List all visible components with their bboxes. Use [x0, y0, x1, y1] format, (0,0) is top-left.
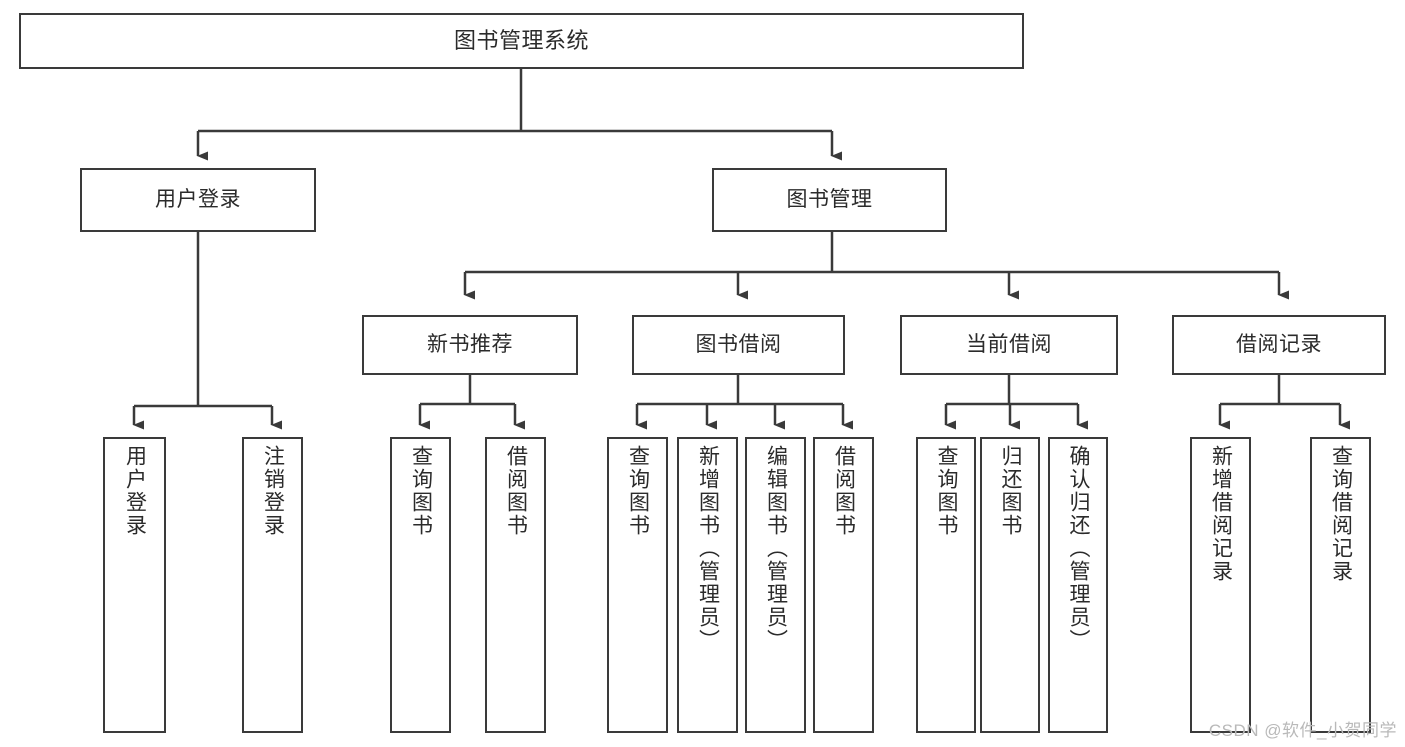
leaf-user-login[interactable]: 用户登录 — [103, 437, 166, 733]
watermark: CSDN @软件_小贺同学 — [1208, 721, 1397, 740]
node-label: 注销登录 — [261, 445, 285, 537]
leaf-confirm-return-admin[interactable]: 确认归还（管理员） — [1048, 437, 1108, 733]
leaf-user-logout[interactable]: 注销登录 — [242, 437, 303, 733]
node-label: 图书管理系统 — [453, 27, 589, 53]
node-label: 图书管理 — [786, 188, 873, 212]
node-label: 新增借阅记录 — [1209, 445, 1233, 583]
leaf-add-borrow-record[interactable]: 新增借阅记录 — [1190, 437, 1251, 733]
leaf-query-book-borrow[interactable]: 查询图书 — [607, 437, 668, 733]
node-label: 当前借阅 — [966, 333, 1052, 357]
node-label: 确认归还（管理员） — [1067, 445, 1091, 652]
leaf-borrow-book-recommend[interactable]: 借阅图书 — [485, 437, 546, 733]
node-label: 借阅图书 — [832, 445, 856, 537]
leaf-edit-book-admin[interactable]: 编辑图书（管理员） — [745, 437, 806, 733]
node-borrow-records[interactable]: 借阅记录 — [1172, 315, 1386, 375]
node-label: 新增图书（管理员） — [696, 445, 720, 652]
node-label: 用户登录 — [123, 445, 147, 537]
leaf-borrow-book[interactable]: 借阅图书 — [813, 437, 874, 733]
node-label: 编辑图书（管理员） — [764, 445, 788, 652]
node-label: 图书借阅 — [695, 333, 782, 357]
node-user-login[interactable]: 用户登录 — [80, 168, 316, 232]
node-label: 用户登录 — [155, 188, 241, 212]
leaf-query-book-current[interactable]: 查询图书 — [916, 437, 976, 733]
node-label: 查询图书 — [409, 445, 433, 537]
node-label: 查询图书 — [935, 445, 959, 537]
node-new-book-recommend[interactable]: 新书推荐 — [362, 315, 578, 375]
leaf-add-book-admin[interactable]: 新增图书（管理员） — [677, 437, 738, 733]
leaf-query-book-recommend[interactable]: 查询图书 — [390, 437, 451, 733]
node-label: 查询借阅记录 — [1329, 445, 1353, 583]
leaf-query-borrow-record[interactable]: 查询借阅记录 — [1310, 437, 1371, 733]
node-label: 查询图书 — [626, 445, 650, 537]
node-label: 归还图书 — [999, 445, 1023, 537]
node-current-borrow[interactable]: 当前借阅 — [900, 315, 1118, 375]
node-book-borrow[interactable]: 图书借阅 — [632, 315, 845, 375]
node-root-system[interactable]: 图书管理系统 — [19, 13, 1024, 69]
node-label: 借阅图书 — [504, 445, 528, 537]
leaf-return-book[interactable]: 归还图书 — [980, 437, 1040, 733]
node-label: 借阅记录 — [1236, 333, 1322, 357]
node-book-management[interactable]: 图书管理 — [712, 168, 947, 232]
node-label: 新书推荐 — [427, 333, 513, 357]
